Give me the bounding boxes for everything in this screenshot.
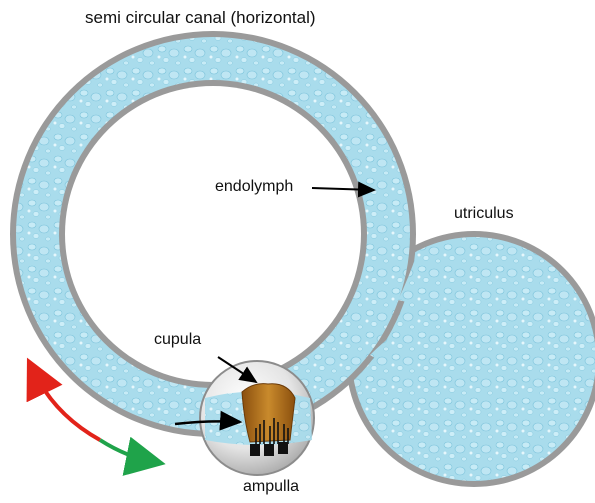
hair-cell-body	[250, 444, 260, 456]
semicircular-canal	[10, 31, 416, 437]
ampulla-label: ampulla	[243, 478, 299, 496]
utriculus-label: utriculus	[454, 205, 514, 223]
rotation-arrow-green	[100, 440, 150, 461]
hair-cell-body	[278, 442, 288, 454]
hair-cell-body	[264, 444, 274, 456]
diagram-title: semi circular canal (horizontal)	[85, 8, 316, 28]
endolymph-label: endolymph	[215, 178, 293, 196]
cupula-label: cupula	[154, 331, 201, 349]
